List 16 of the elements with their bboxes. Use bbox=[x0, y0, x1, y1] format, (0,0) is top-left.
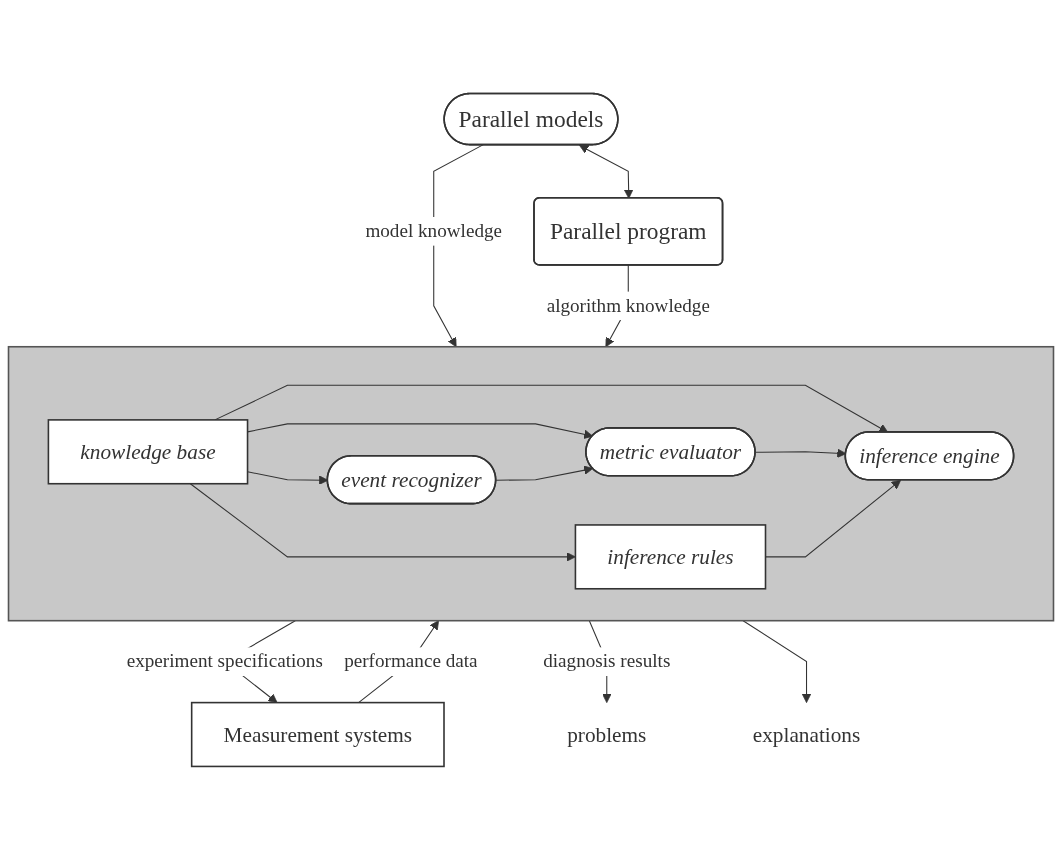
arrow bbox=[495, 465, 594, 481]
edge-label: model knowledge bbox=[365, 220, 503, 242]
node-text: problems bbox=[567, 722, 647, 747]
arrow bbox=[189, 483, 576, 562]
arrow bbox=[742, 620, 812, 704]
edge-label: algorithm knowledge bbox=[546, 294, 710, 316]
arrow bbox=[247, 423, 594, 439]
edge-label: diagnosis results bbox=[543, 650, 671, 672]
node-text: explanations bbox=[752, 722, 861, 747]
arrow bbox=[579, 144, 634, 199]
edge-label: experiment specifications bbox=[126, 650, 323, 672]
cluster bbox=[7, 345, 1055, 622]
node-box: knowledge base bbox=[47, 419, 249, 485]
edge-label: performance data bbox=[344, 650, 478, 672]
node-box: inference rules bbox=[574, 524, 767, 590]
node-box: Measurement systems bbox=[190, 701, 445, 768]
